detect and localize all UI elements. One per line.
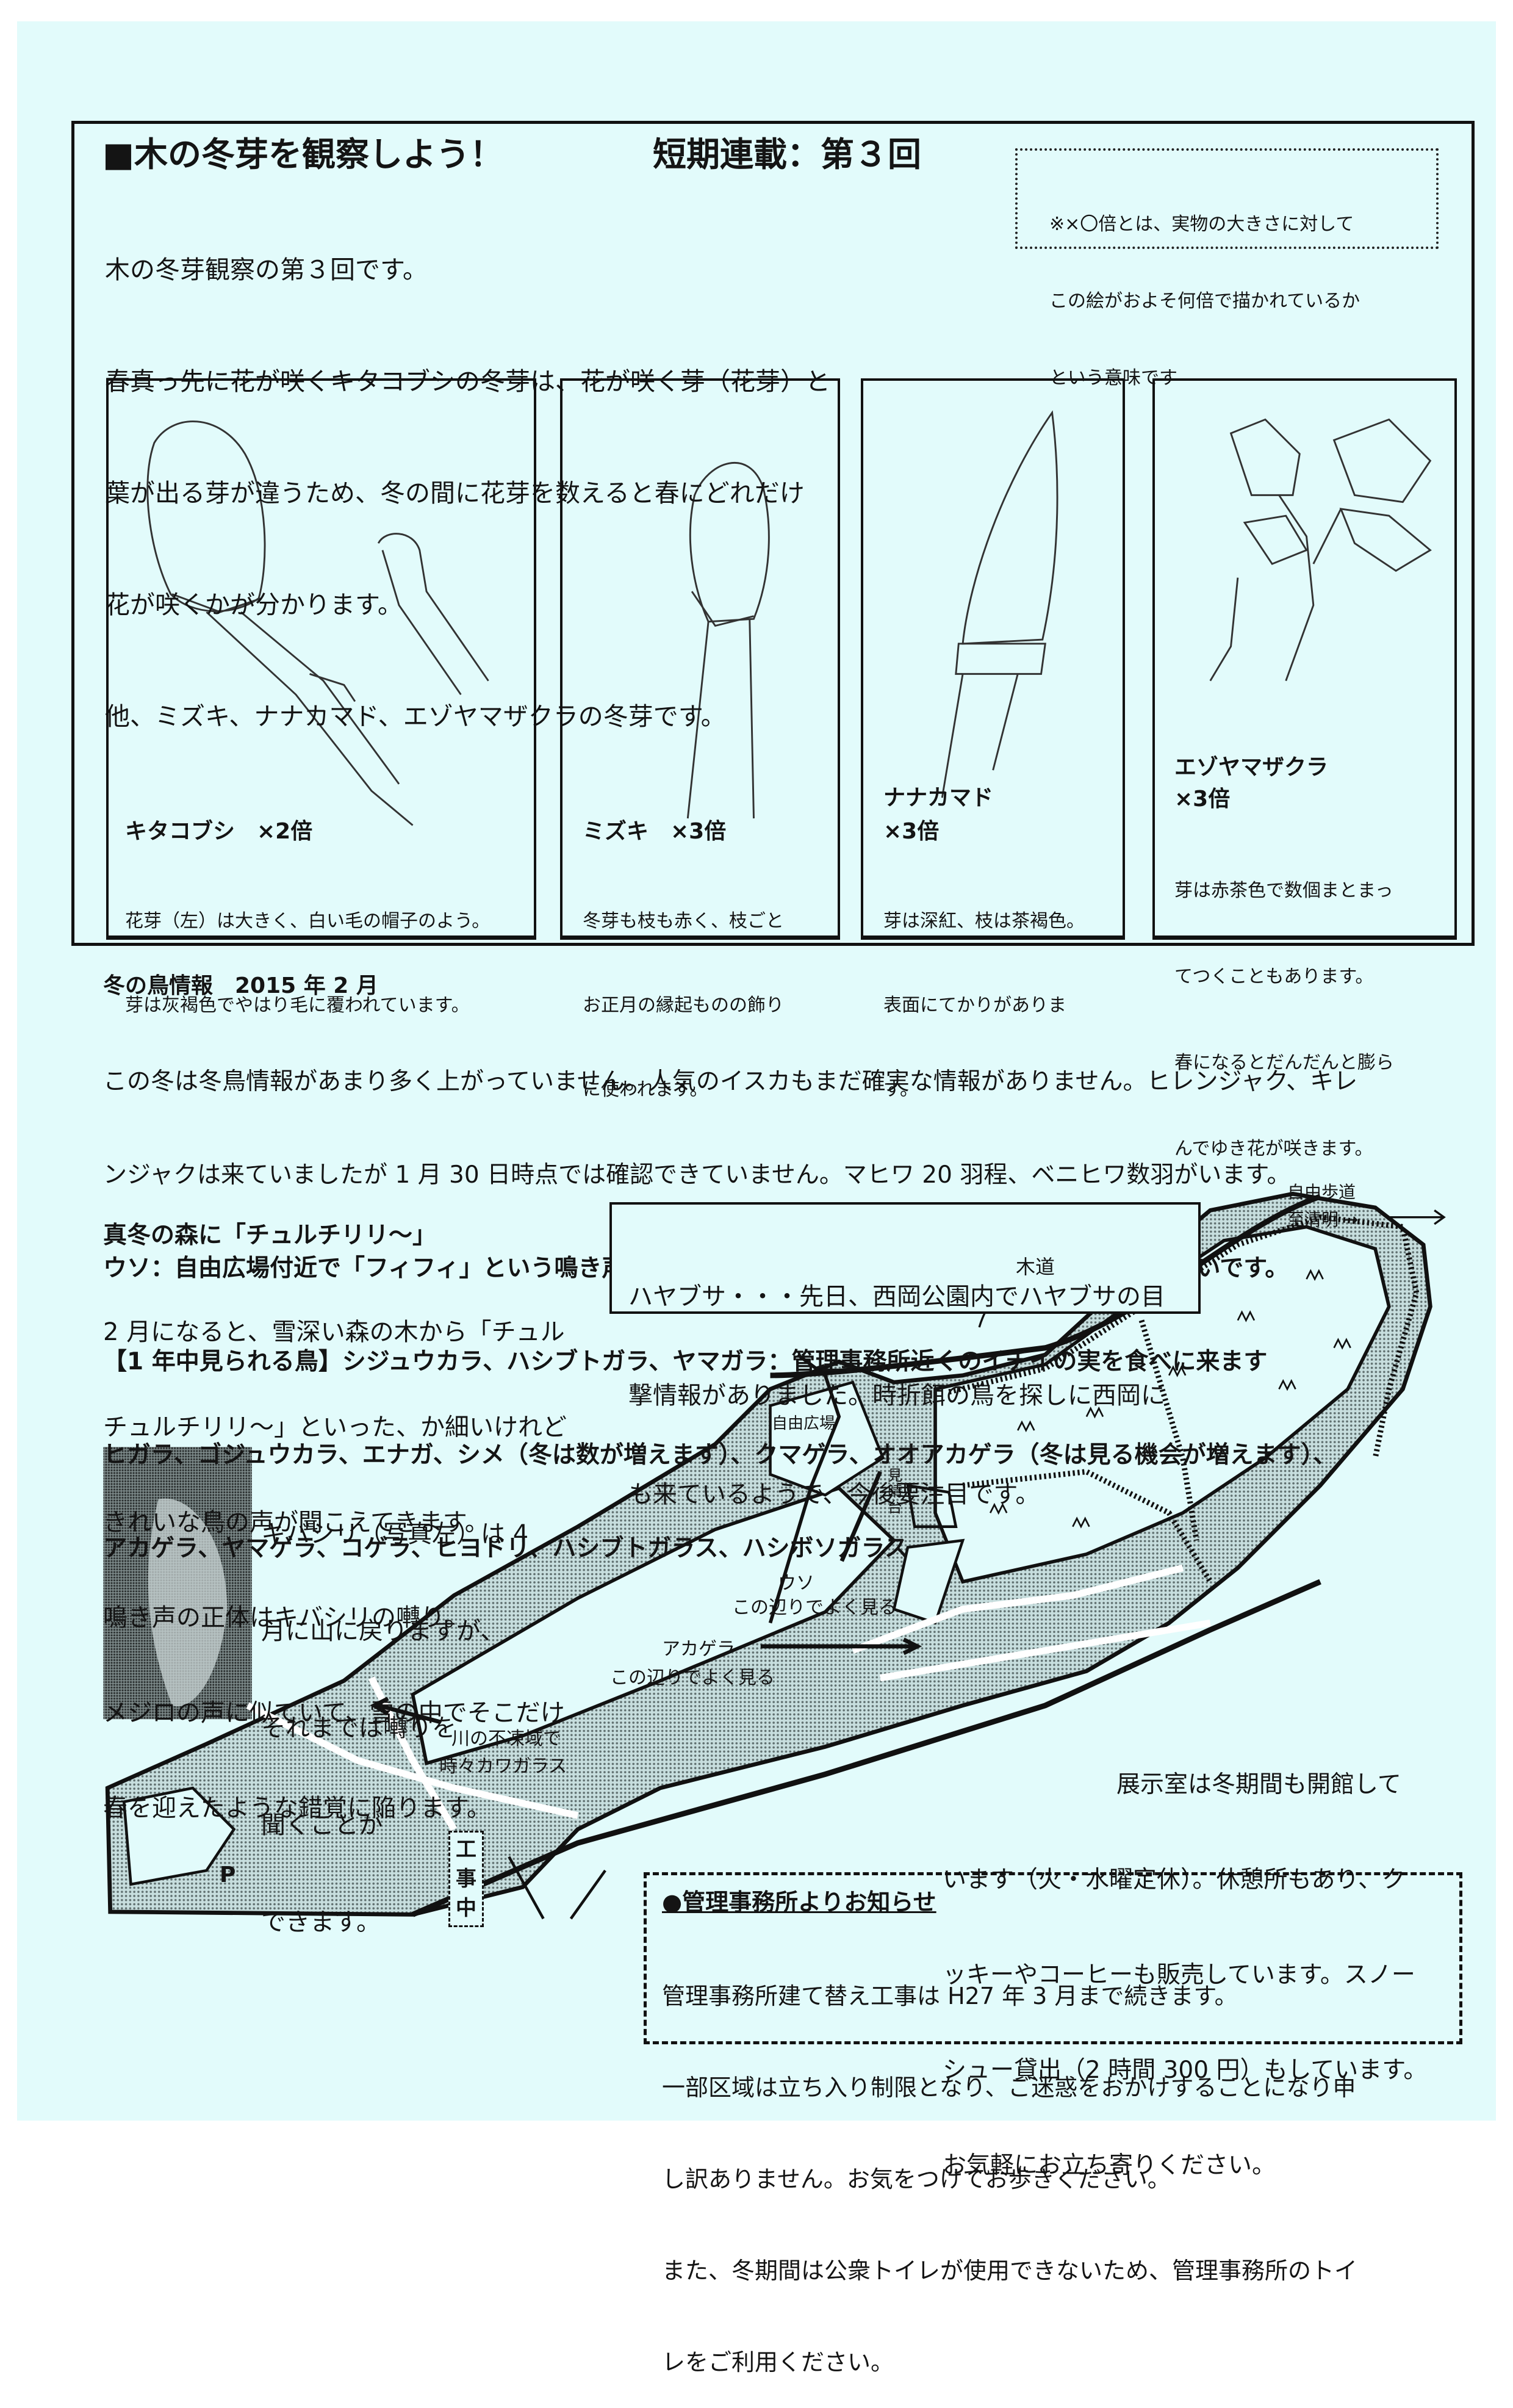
caption-line: 聞くことが — [261, 1811, 383, 1839]
caption-line: キバシリ（写真左）は 4 — [261, 1520, 529, 1548]
bud-scale: ×3倍 — [1174, 787, 1231, 812]
bud-desc-line: 芽は灰褐色でやはり毛に覆われています。 — [125, 995, 470, 1016]
map-label-trail-destination: 至清明 → — [1287, 1209, 1359, 1230]
notice-box — [644, 1872, 1462, 2044]
map-label-trail: 自由歩道 — [1287, 1182, 1356, 1202]
bud-panel-nanakamado — [861, 378, 1125, 940]
bud-desc-line: 表面にてかりがありま — [883, 995, 1066, 1016]
intro-line: 春真っ先に花が咲くキタコブシの冬芽は、花が咲く芽（花芽）と — [105, 367, 830, 396]
forest-line: チュルチリリ～」といった、か細いけれど — [103, 1413, 567, 1441]
bird-line: この冬は冬鳥情報があまり多く上がっていません。人気のイスカもまだ確実な情報があり… — [103, 1068, 1358, 1095]
bud-desc-line: 冬芽も枝も赤く、枝ごと — [583, 910, 784, 932]
scale-note-box — [1015, 148, 1439, 249]
bud-desc-line: 芽は深紅、枝は茶褐色。 — [883, 910, 1085, 932]
notice-line: 管理事務所建て替え工事は H27 年 3 月まで続きます。 — [662, 1983, 1238, 2010]
caption-line: それまでは囀りを — [261, 1714, 456, 1742]
series-label: 短期連載：第３回 — [653, 135, 922, 174]
exhibit-line: ッキーやコーヒーも販売しています。スノー — [943, 1961, 1415, 1989]
notice-title: ●管理事務所よりお知らせ — [662, 1889, 936, 1916]
intro-line: 他、ミズキ、ナナカマド、エゾヤマザクラの冬芽です。 — [105, 702, 726, 731]
bud-desc-line: てつくこともあります。 — [1174, 966, 1374, 987]
bud-name: ミズキ ×3倍 — [583, 819, 727, 844]
intro-line: 木の冬芽観察の第３回です。 — [105, 255, 428, 284]
intro-text: 木の冬芽観察の第３回です。 春真っ先に花が咲くキタコブシの冬芽は、花が咲く芽（花… — [105, 177, 830, 773]
note-line: この絵がおよそ何倍で描かれているか — [1049, 290, 1360, 312]
bud-desc-line: す。 — [883, 1079, 918, 1100]
exhibit-line: シュー貸出（2 時間 300 円）もしています。 — [943, 2057, 1428, 2084]
bud-desc-line: 芽は赤茶色で数個まとまっ — [1174, 880, 1393, 901]
bud-panel-kitakobushi — [106, 378, 536, 940]
notice-line: レをご利用ください。 — [662, 2349, 894, 2376]
notice-line: 一部区域は立ち入り制限となり、ご迷惑をおかけすることになり申 — [662, 2074, 1356, 2101]
map-label-boardwalk: 木道 — [1016, 1255, 1055, 1278]
bird-info-text: この冬は冬鳥情報があまり多く上がっていません。人気のイスカもまだ確実な情報があり… — [103, 1004, 1357, 1595]
bird-info-title: 冬の鳥情報 2015 年 2 月 — [103, 973, 378, 998]
bud-desc: 冬芽も枝も赤く、枝ごと お正月の縁起ものの飾り に使われます。 — [583, 851, 784, 1132]
notice-text: 管理事務所建て替え工事は H27 年 3 月まで続きます。 一部区域は立ち入り制… — [662, 1920, 1357, 2408]
forest-text: 2 月になると、雪深い森の木から「チュル チュルチリリ～」といった、か細いけれど… — [103, 1253, 567, 1856]
intro-line: 花が咲くかが分かります。 — [105, 590, 403, 619]
bud-name: キタコブシ ×2倍 — [125, 819, 313, 844]
bud-desc-line: 花芽（左）は大きく、白い毛の帽子のよう。 — [125, 910, 491, 932]
forest-line: 鳴き声の正体はキバシリの囀り。 — [103, 1604, 469, 1632]
hayabusa-box — [609, 1202, 1201, 1314]
caption-line: できます。 — [261, 1908, 381, 1936]
map-label-construction: 工事中 — [448, 1831, 484, 1927]
bud-desc-line: んでゆき花が咲きます。 — [1174, 1138, 1373, 1159]
forest-line: きれいな鳥の声が聞こえてきます。 — [103, 1509, 489, 1537]
exhibit-line: います（火・水曜定休）。休憩所もあり、ク — [943, 1866, 1406, 1894]
bud-panel-ezoyamazakura — [1152, 378, 1457, 940]
bird-line: ンジャクは来ていましたが 1 月 30 日時点では確認できていません。マヒワ 2… — [103, 1161, 1291, 1189]
bud-name: ナナカマド — [883, 785, 994, 810]
map-label-parking: P — [220, 1862, 236, 1887]
map-label-plaza: 自由広場 — [772, 1415, 836, 1433]
winter-buds-section — [71, 121, 1475, 946]
scale-note-text: ※×〇倍とは、実物の大きさに対して この絵がおよそ何倍で描かれているか という意… — [1049, 160, 1360, 417]
map-label-uso: ウソ — [778, 1573, 814, 1594]
bud-desc-line: に使われます。 — [583, 1079, 708, 1100]
bud-desc-line: 春になるとだんだんと膨ら — [1174, 1052, 1394, 1073]
bud-scale: ×3倍 — [883, 819, 940, 844]
map-label-lookout: 見晴台 — [888, 1467, 902, 1516]
bird-line: 【1 年中見られる鳥】シジュウカラ、ハシブトガラ、ヤマガラ：管理事務所近くのイチ… — [103, 1348, 1268, 1375]
forest-line: メジロの声に似ていて、雪の中でそこだけ — [103, 1699, 565, 1727]
note-line: ※×〇倍とは、実物の大きさに対して — [1049, 214, 1354, 235]
exhibit-line: 展示室は冬期間も開館して — [1116, 1771, 1401, 1798]
hayabusa-line: も来ているようで、今後要注目です。 — [628, 1480, 1040, 1509]
notice-line: また、冬期間は公衆トイレが使用できないため、管理事務所のトイ — [662, 2257, 1358, 2284]
bird-line: アカゲラ、ヤマゲラ、コゲラ、ヒヨドリ、ハシブトガラス、ハシボソガラス — [103, 1535, 908, 1562]
map-label-akagera-note: この辺りでよく見る — [610, 1667, 775, 1689]
map-label-river: 川の不凍域で — [451, 1728, 561, 1750]
notice-line: し訳ありません。お気をつけてお歩きください。 — [662, 2166, 1171, 2193]
forest-title: 真冬の森に「チュルチリリ～」 — [103, 1222, 437, 1249]
intro-line: 葉が出る芽が違うため、冬の間に花芽を数えると春にどれだけ — [105, 478, 805, 508]
forest-line: 2 月になると、雪深い森の木から「チュル — [103, 1318, 565, 1346]
hayabusa-line: ハヤブサ・・・先日、西岡公園内でハヤブサの目 — [628, 1283, 1165, 1311]
kibashiri-caption: キバシリ（写真左）は 4 月に山に戻りますが、 それまでは囀りを 聞くことが で… — [261, 1454, 528, 1971]
bud-desc-line: お正月の縁起ものの飾り — [583, 995, 784, 1016]
map-label-uso-note: この辺りでよく見る — [732, 1597, 897, 1618]
hayabusa-text: ハヤブサ・・・先日、西岡公園内でハヤブサの目 撃情報がありました。時折餌の鳥を探… — [628, 1214, 1165, 1544]
map-label-river-bird: 時々カワガラス — [439, 1756, 567, 1777]
bud-panel-mizuki — [560, 378, 840, 940]
section-title: ■木の冬芽を観察しよう！ — [102, 135, 503, 174]
caption-line: 月に山に戻りますが、 — [261, 1617, 505, 1645]
bud-name: エゾヤマザクラ — [1174, 755, 1329, 780]
bud-desc: 花芽（左）は大きく、白い毛の帽子のよう。 芽は灰褐色でやはり毛に覆われています。 — [125, 851, 490, 1048]
bud-desc: 芽は赤茶色で数個まとまっ てつくこともあります。 春になるとだんだんと膨ら んで… — [1174, 819, 1394, 1192]
hayabusa-line: 撃情報がありました。時折餌の鳥を探しに西岡に — [628, 1382, 1165, 1410]
map-label-akagera: アカゲラ — [662, 1638, 735, 1660]
bud-desc: 芽は深紅、枝は茶褐色。 表面にてかりがありま す。 — [883, 851, 1085, 1132]
bird-line: ヒガラ、ゴジュウカラ、エナガ、シメ（冬は数が増えます）、クマゲラ、オオアカゲラ（… — [103, 1441, 1337, 1469]
forest-line: 春を迎えたような錯覚に陥ります。 — [103, 1794, 491, 1822]
note-line: という意味です — [1049, 367, 1177, 389]
